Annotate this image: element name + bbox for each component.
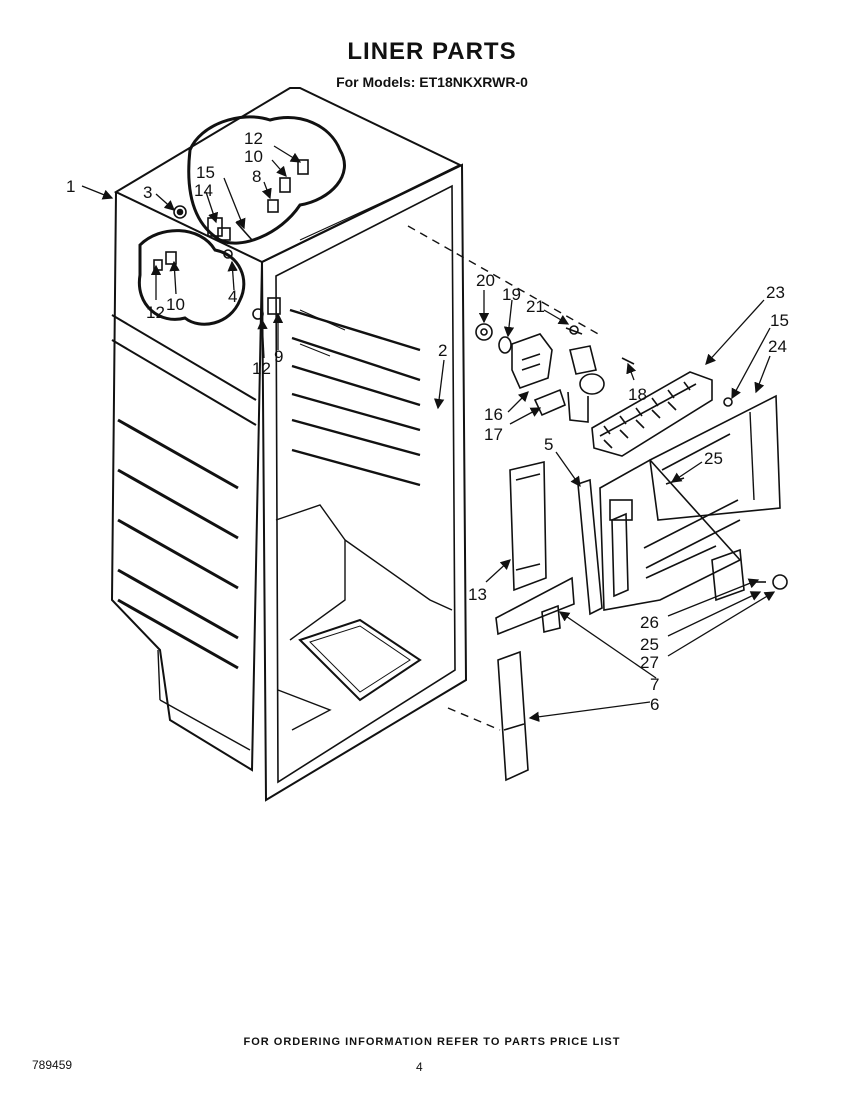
callout-3: 3 bbox=[143, 183, 152, 202]
callout-10a: 10 bbox=[244, 147, 263, 166]
callout-10b: 10 bbox=[166, 295, 185, 314]
callout-6: 6 bbox=[650, 695, 659, 714]
callout-25b: 25 bbox=[640, 635, 659, 654]
model-subtitle: For Models: ET18NKXRWR-0 bbox=[336, 74, 528, 90]
callout-17: 17 bbox=[484, 425, 503, 444]
cutaway-left bbox=[137, 229, 246, 326]
callout-9: 9 bbox=[274, 347, 283, 366]
liner-cabinet bbox=[110, 87, 468, 802]
callout-24: 24 bbox=[768, 337, 787, 356]
callout-26: 26 bbox=[640, 613, 659, 632]
callout-19: 19 bbox=[502, 285, 521, 304]
callout-18: 18 bbox=[628, 385, 647, 404]
callout-13: 13 bbox=[468, 585, 487, 604]
callout-labels: 1 2 3 4 5 6 7 8 9 10 10 12 12 12 13 14 1… bbox=[66, 129, 789, 714]
page-number: 4 bbox=[416, 1060, 423, 1074]
callout-15a: 15 bbox=[196, 163, 215, 182]
cutaway-upper bbox=[187, 115, 346, 245]
callout-5: 5 bbox=[544, 435, 553, 454]
callout-27: 27 bbox=[640, 653, 659, 672]
callout-15b: 15 bbox=[770, 311, 789, 330]
callout-2: 2 bbox=[438, 341, 447, 360]
callout-12c: 12 bbox=[252, 359, 271, 378]
document-number: 789459 bbox=[32, 1058, 73, 1072]
control-assembly bbox=[475, 323, 788, 782]
callout-21: 21 bbox=[526, 297, 545, 316]
callout-1: 1 bbox=[66, 177, 75, 196]
leader-lines bbox=[81, 145, 776, 722]
callout-20: 20 bbox=[476, 271, 495, 290]
callout-8: 8 bbox=[252, 167, 261, 186]
callout-16: 16 bbox=[484, 405, 503, 424]
callout-25a: 25 bbox=[704, 449, 723, 468]
callout-23: 23 bbox=[766, 283, 785, 302]
callout-7: 7 bbox=[650, 675, 659, 694]
callout-12b: 12 bbox=[146, 303, 165, 322]
ordering-note: FOR ORDERING INFORMATION REFER TO PARTS … bbox=[243, 1036, 621, 1048]
page-title: LINER PARTS bbox=[347, 38, 517, 65]
callout-4: 4 bbox=[228, 287, 237, 306]
callout-14: 14 bbox=[194, 181, 213, 200]
callout-12a: 12 bbox=[244, 129, 263, 148]
